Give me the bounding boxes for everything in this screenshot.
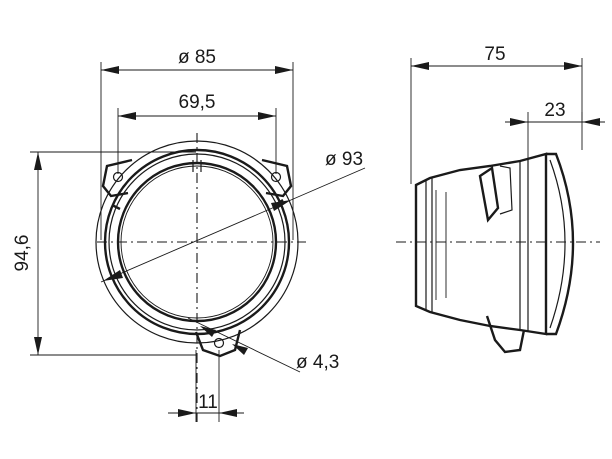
flange-diameter-label: ø 93 <box>325 149 363 170</box>
dimension-line <box>100 167 366 283</box>
height-label: 94,6 <box>12 235 33 272</box>
arrowhead <box>178 409 196 417</box>
arrowhead <box>564 62 582 70</box>
lens-inner-curve <box>549 159 566 329</box>
top-fin <box>478 165 500 223</box>
arrowhead <box>510 118 528 126</box>
dimension-height: 94,6 <box>12 151 196 356</box>
arrowhead <box>101 66 119 74</box>
top-notch <box>192 160 202 172</box>
arrowhead <box>200 326 216 337</box>
depth-label: 75 <box>484 44 505 65</box>
dimension-line <box>187 317 301 373</box>
body-ribs <box>435 190 447 300</box>
lens-depth-label: 23 <box>544 100 565 121</box>
bottom-tab <box>485 315 526 354</box>
arrowhead <box>34 152 42 170</box>
arrowhead <box>118 112 136 120</box>
mounting-tab-bottom <box>194 329 242 358</box>
outer-diameter-label: ø 85 <box>178 47 216 68</box>
top-fin-inner <box>499 165 513 215</box>
arrowhead <box>275 66 293 74</box>
mounting-tab-left <box>101 158 133 198</box>
dimension-flange-diameter: ø 93 <box>100 149 366 283</box>
side-view <box>396 152 600 354</box>
rear-connector <box>415 178 433 312</box>
arrowhead <box>582 118 600 126</box>
tab-width-label: 11 <box>198 392 218 413</box>
bezel-ring <box>519 159 529 332</box>
dimension-outer-diameter: ø 85 <box>100 47 294 240</box>
arrowhead <box>258 112 276 120</box>
dimension-hole-diameter: ø 4,3 <box>187 317 339 373</box>
dimension-inner-width: 69,5 <box>117 92 277 174</box>
arrowhead <box>219 409 237 417</box>
dimension-tab-width: 11 <box>168 350 244 422</box>
dimension-depth: 75 <box>410 44 583 184</box>
hole-diameter-label: ø 4,3 <box>296 352 339 373</box>
arrowhead <box>271 200 291 211</box>
mounting-tab-right <box>261 158 293 198</box>
lens-dome <box>546 152 575 336</box>
mount-hole-bottom <box>213 337 225 349</box>
arrowhead <box>103 270 123 281</box>
front-view <box>95 133 306 422</box>
dimension-lens-depth: 23 <box>505 100 605 160</box>
arrowhead <box>34 337 42 355</box>
arrowhead <box>232 344 248 355</box>
inner-width-label: 69,5 <box>179 92 216 113</box>
arrowhead <box>411 62 429 70</box>
